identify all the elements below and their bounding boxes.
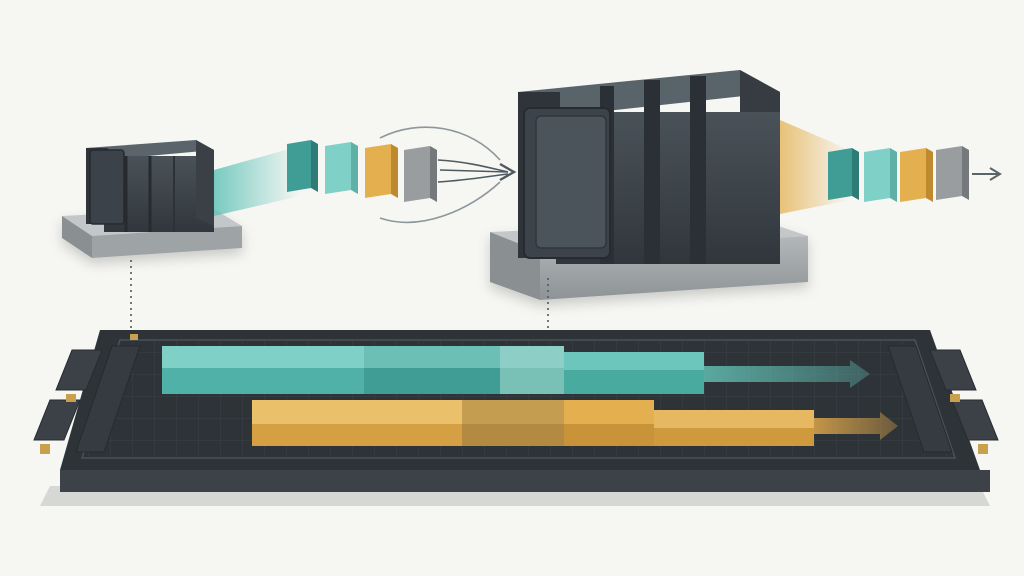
packet-teal-light	[864, 148, 897, 202]
teal-track	[162, 346, 870, 394]
gold-segment-2	[462, 400, 654, 446]
packet-teal-light	[325, 142, 358, 194]
large-cube	[518, 70, 780, 264]
packet-teal-dark	[828, 148, 859, 200]
teal-segment-3	[564, 352, 704, 394]
teal-segment-1	[162, 346, 364, 394]
right-packet-stream	[828, 146, 1002, 202]
small-output-beam	[214, 146, 300, 216]
left-packet-stream	[287, 140, 437, 202]
timeline-board	[33, 330, 999, 506]
arrow-right-icon	[499, 162, 517, 182]
teal-trail	[700, 360, 870, 388]
small-processor-unit	[62, 140, 300, 258]
packet-gray	[936, 146, 969, 200]
large-processor-unit	[490, 70, 850, 300]
arrow-right-icon	[972, 167, 1002, 181]
gold-segment-1	[252, 400, 462, 446]
small-cube	[86, 140, 214, 232]
packet-gold	[365, 144, 398, 198]
merge-arrows	[379, 126, 517, 224]
packet-teal-dark	[287, 140, 318, 192]
packet-gold	[900, 148, 933, 202]
teal-overlap-highlight	[500, 346, 564, 394]
right-side-connectors	[887, 345, 999, 454]
corner-marker	[130, 334, 138, 340]
board-edge	[60, 470, 990, 492]
gold-segment-3	[654, 410, 814, 446]
gold-track	[252, 400, 898, 446]
gold-overlap-highlight	[462, 400, 564, 446]
gold-trail	[810, 412, 898, 440]
packet-gray	[404, 146, 437, 202]
left-side-connectors	[33, 345, 141, 454]
